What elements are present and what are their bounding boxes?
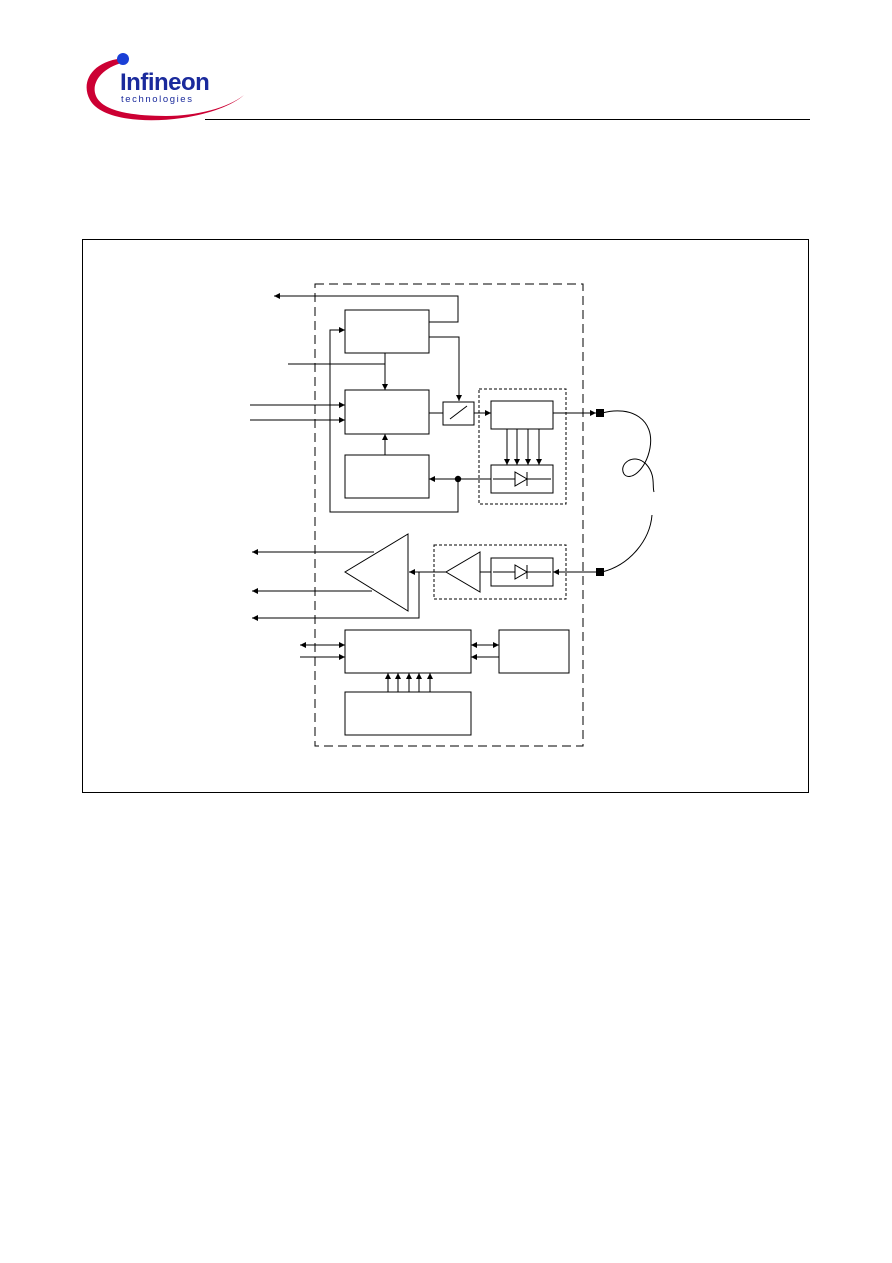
control-block-top (344, 309, 430, 354)
header-rule (205, 119, 810, 120)
infineon-logo: Infineon technologies (86, 53, 244, 121)
switch-block (442, 401, 475, 426)
tx-fiber-connector (596, 409, 604, 417)
postamplifier-triangle (344, 533, 409, 612)
monitor-control-block (344, 454, 430, 499)
laser-diode-block (490, 400, 554, 430)
eeprom-block (498, 629, 570, 674)
transmitter-optics-outline (478, 388, 567, 505)
serial-interface-block (344, 629, 472, 674)
logo-sub-text: technologies (121, 94, 194, 105)
fiber-lower (601, 514, 653, 573)
logo-dot (117, 53, 129, 65)
receive-diode-symbol (514, 564, 528, 580)
control-to-switch-line (429, 336, 462, 401)
module-outline (314, 283, 584, 747)
feedback-loop-line (329, 327, 459, 513)
register-block (344, 691, 472, 736)
logo-brand-text: Infineon (120, 69, 209, 96)
rx-output-line-3 (252, 572, 420, 621)
laser-driver-block (344, 389, 430, 435)
rx-fiber-connector (596, 568, 604, 576)
junction-dot (454, 475, 462, 483)
logo-swoosh (86, 58, 244, 121)
figure-frame (82, 239, 809, 793)
control-output-line (274, 293, 459, 323)
monitor-diode-symbol (514, 471, 528, 487)
preamplifier-triangle (445, 551, 481, 593)
fiber-loop (601, 410, 655, 493)
switch-contact (449, 405, 468, 420)
